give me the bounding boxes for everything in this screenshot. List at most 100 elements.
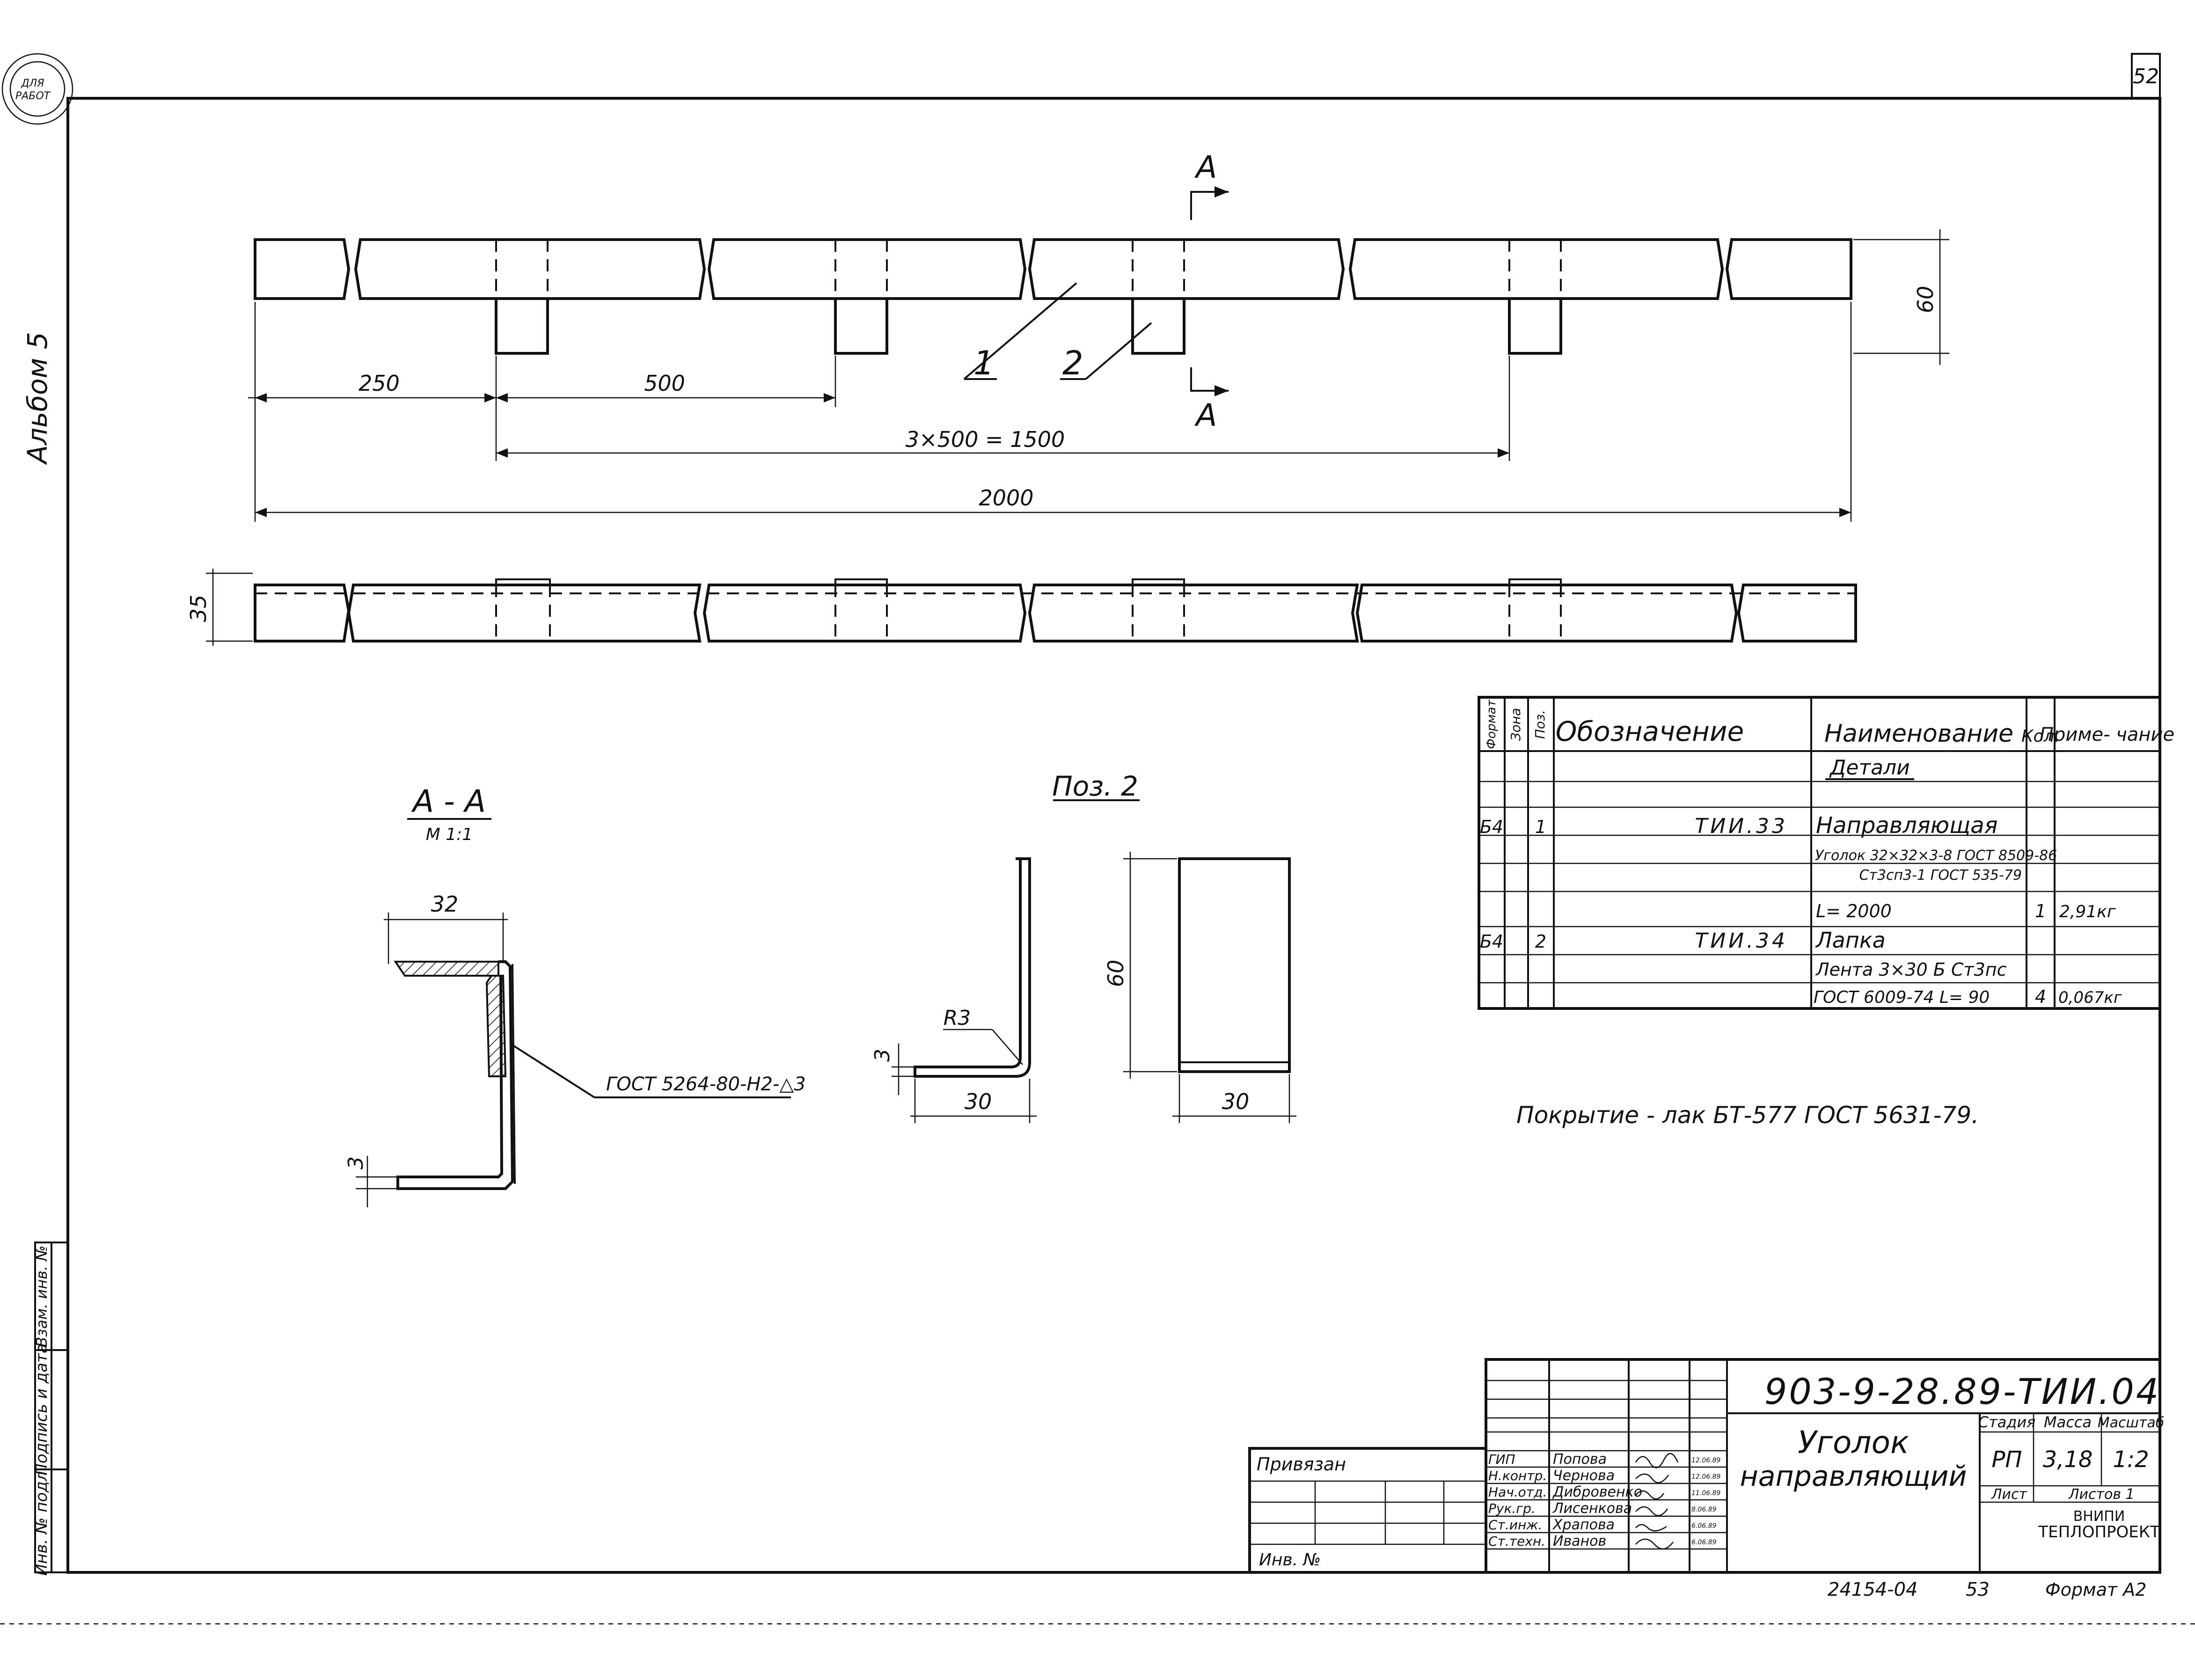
strip-inv-repl: Взам. инв. № [33, 1245, 51, 1347]
row6-qty: 4 [2035, 986, 2046, 1007]
left-strip: Инв. № подл. Подпись и дата Взам. инв. № [32, 1242, 69, 1576]
staff0-role: ГИП [1488, 1452, 1515, 1467]
sheet-number: 52 [2133, 65, 2159, 88]
row0-pos: 1 [1535, 817, 1546, 837]
section-dim-32: 32 [431, 891, 459, 917]
strip-sign-date: Подпись и дата [32, 1344, 51, 1475]
scale-value: 1:2 [2113, 1446, 2149, 1473]
staff1-name: Чернова [1553, 1468, 1615, 1484]
callout-2: 2 [1062, 344, 1083, 382]
staff3-date: 8.06.89 [1691, 1506, 1717, 1513]
section-scale: М 1:1 [426, 825, 473, 844]
staff3-role: Рук.гр. [1488, 1501, 1536, 1516]
staff0-name: Попова [1553, 1451, 1607, 1468]
stage-value: РП [1991, 1446, 2022, 1473]
page-number: 53 [1966, 1579, 1990, 1600]
staff4-name: Храпова [1552, 1517, 1615, 1533]
staff1-role: Н.контр. [1488, 1468, 1547, 1483]
album-label: Альбом 5 [22, 332, 53, 465]
pos2-dim-3: 3 [871, 1049, 894, 1062]
pos2-dim-30a: 30 [965, 1089, 992, 1114]
weld-note: ГОСТ 5264-80-Н2-△3 [606, 1074, 806, 1095]
pos2-dim-60: 60 [1103, 960, 1128, 987]
hdr-format: Формат [1485, 699, 1499, 749]
privyazan-label: Привязан [1257, 1454, 1346, 1475]
pos2-dim-30b: 30 [1222, 1089, 1250, 1114]
hdr-name: Наименование [1824, 720, 2013, 748]
sheets-label: Листов 1 [2068, 1486, 2135, 1503]
section-a-a: А - А М 1:1 32 3 ГОСТ 5264-80-Н2-△3 [344, 783, 806, 1207]
stamp-line-1: ДЛЯ [21, 78, 44, 89]
dim-1500: 3×500 = 1500 [906, 427, 1065, 452]
part-name-1: Уголок [1798, 1424, 1909, 1461]
row5-name: Лента 3×30 Б Ст3пс [1815, 959, 2007, 980]
spec-table: Формат Зона Поз. Обозначение Наименовани… [1478, 696, 2174, 1010]
inv-no-label: Инв. № [1259, 1550, 1321, 1570]
staff2-role: Нач.отд. [1488, 1484, 1547, 1500]
stamp-line-2: РАБОТ [15, 90, 51, 102]
row4-designation: ТИИ.34 [1695, 929, 1788, 953]
elevation-view: 35 [186, 569, 1857, 646]
dim-2000: 2000 [979, 485, 1033, 511]
dim-35: 35 [186, 595, 211, 622]
hdr-designation: Обозначение [1556, 716, 1744, 747]
row4-format: Б4 [1480, 931, 1503, 952]
staff2-name: Дибровенко [1552, 1484, 1642, 1500]
section-mark-top: А [1194, 149, 1217, 185]
hdr-qty: Кол. [2021, 727, 2060, 746]
row0-designation: ТИИ.33 [1695, 814, 1788, 838]
doc-code: 903-9-28.89-ТИИ.04 [1764, 1371, 2160, 1412]
section-heading: Детали [1829, 756, 1910, 780]
org-line-1: ВНИПИ [2073, 1508, 2125, 1525]
section-mark-bottom: А [1194, 397, 1217, 433]
mass-value: 3,18 [2043, 1446, 2093, 1473]
staff0-date: 12.06.89 [1691, 1457, 1720, 1464]
staff4-role: Ст.инж. [1488, 1517, 1542, 1533]
pos2-r3: R3 [944, 1006, 971, 1030]
format-label: Формат А2 [2045, 1579, 2146, 1600]
mass-label: Масса [2044, 1413, 2092, 1431]
dim-500: 500 [644, 371, 685, 396]
staff4-date: 6.06.89 [1691, 1522, 1717, 1530]
org-line-2: ТЕПЛОПРОЕКТ [2038, 1523, 2160, 1541]
archive-number: 24154-04 [1828, 1579, 1918, 1600]
row3-qty: 1 [2035, 901, 2046, 921]
strip-inv-orig: Инв. № подл. [32, 1466, 51, 1576]
staff5-name: Иванов [1553, 1533, 1606, 1549]
stage-label: Стадия [1978, 1413, 2036, 1431]
dim-60: 60 [1913, 286, 1938, 314]
section-title: А - А [411, 783, 486, 819]
row3-note: 2,91кг [2059, 902, 2116, 921]
staff1-date: 12.06.89 [1691, 1473, 1720, 1481]
title-block: Привязан Инв. № ГИП Попова 12.06.89 [1248, 1358, 2165, 1574]
staff2-date: 11.06.89 [1691, 1490, 1720, 1497]
row1-name: Уголок 32×32×3-8 ГОСТ 8509-86 [1815, 847, 2057, 864]
hdr-pos: Поз. [1532, 710, 1548, 739]
row0-name: Направляющая [1816, 812, 1998, 839]
pos2-detail: Поз. 2 R3 3 30 60 30 [871, 770, 1296, 1123]
sheet-label: Лист [1991, 1486, 2028, 1503]
callout-1: 1 [973, 344, 995, 382]
dim-250: 250 [359, 371, 400, 396]
hdr-note: Приме- чание [2040, 724, 2174, 745]
hdr-zone: Зона [1508, 708, 1523, 741]
staff5-role: Ст.техн. [1488, 1534, 1545, 1549]
row2-name: Ст3сп3-1 ГОСТ 535-79 [1859, 867, 2022, 884]
row0-format: Б4 [1480, 817, 1503, 837]
row6-note: 0,067кг [2058, 988, 2122, 1007]
row4-name: Лапка [1815, 928, 1886, 953]
signatures [1635, 1453, 1679, 1549]
part-name-2: направляющий [1740, 1460, 1967, 1493]
row3-name: L= 2000 [1816, 901, 1892, 921]
staff3-name: Лисенкова [1552, 1500, 1632, 1517]
row4-pos: 2 [1535, 931, 1546, 952]
row6-name: ГОСТ 6009-74 L= 90 [1814, 988, 1990, 1007]
coating-note: Покрытие - лак БТ-577 ГОСТ 5631-79. [1516, 1102, 1979, 1129]
pos2-title: Поз. 2 [1052, 770, 1138, 802]
scale-label: Масштаб [2098, 1415, 2165, 1431]
plan-view: А А 1 2 250 [248, 149, 1949, 522]
approval-stamp: ДЛЯ РАБОТ [1, 53, 73, 125]
staff5-date: 6.06.89 [1691, 1539, 1717, 1546]
section-dim-3: 3 [344, 1156, 368, 1169]
